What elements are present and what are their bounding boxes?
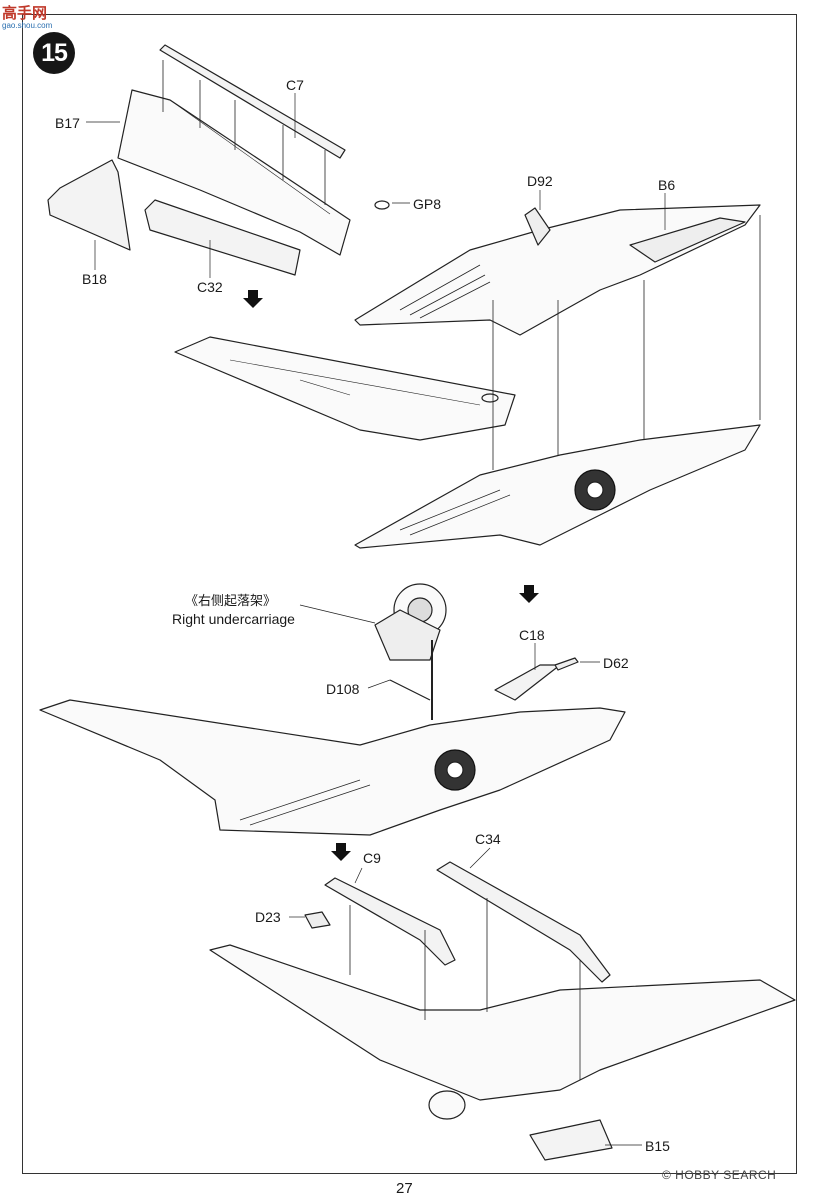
part-d23	[304, 911, 331, 929]
flap-parts-group	[47, 44, 390, 308]
part-c34	[436, 861, 611, 983]
part-gp8	[374, 200, 390, 210]
leader-lines	[86, 93, 666, 1146]
part-d92	[524, 207, 551, 246]
right-undercarriage-part	[374, 583, 447, 720]
label-c32: C32	[197, 279, 223, 295]
part-c7	[159, 44, 346, 159]
down-arrow-3	[331, 843, 351, 861]
wing-assembly-stage-2	[354, 424, 761, 549]
site-watermark: 高手网 gao.shou.com	[2, 5, 53, 30]
part-c18	[494, 664, 561, 701]
down-arrow-1	[243, 290, 263, 308]
label-d108: D108	[326, 681, 360, 697]
down-arrow-2	[519, 585, 539, 603]
upper-wing-group	[354, 204, 761, 500]
label-undercarriage-cn: 《右侧起落架》	[185, 593, 277, 608]
part-b15	[529, 1119, 613, 1161]
label-c18: C18	[519, 627, 545, 643]
step-number-badge: 15	[33, 32, 75, 74]
wing-assembly-stage-3	[39, 699, 626, 836]
part-c32	[144, 199, 301, 276]
part-b18	[47, 159, 131, 251]
part-b17	[117, 89, 351, 256]
assembled-flap	[174, 336, 516, 441]
part-c9	[324, 877, 456, 966]
page-border	[22, 14, 797, 1174]
label-b15: B15	[645, 1138, 670, 1154]
label-d92: D92	[527, 173, 553, 189]
label-b6: B6	[658, 177, 676, 193]
label-gp8: GP8	[413, 196, 442, 212]
label-undercarriage-en: Right undercarriage	[172, 611, 295, 627]
final-assembly-group	[209, 861, 796, 1161]
label-c34: C34	[475, 831, 501, 847]
label-c9: C9	[363, 850, 381, 866]
label-d23: D23	[255, 909, 281, 925]
part-d62	[554, 657, 579, 671]
label-b18: B18	[82, 271, 107, 287]
hobby-search-watermark: © HOBBY SEARCH	[662, 1168, 777, 1182]
page-number: 27	[396, 1180, 413, 1197]
label-d62: D62	[603, 655, 629, 671]
label-c7: C7	[286, 77, 304, 93]
label-b17: B17	[55, 115, 80, 131]
part-b6	[629, 217, 746, 263]
